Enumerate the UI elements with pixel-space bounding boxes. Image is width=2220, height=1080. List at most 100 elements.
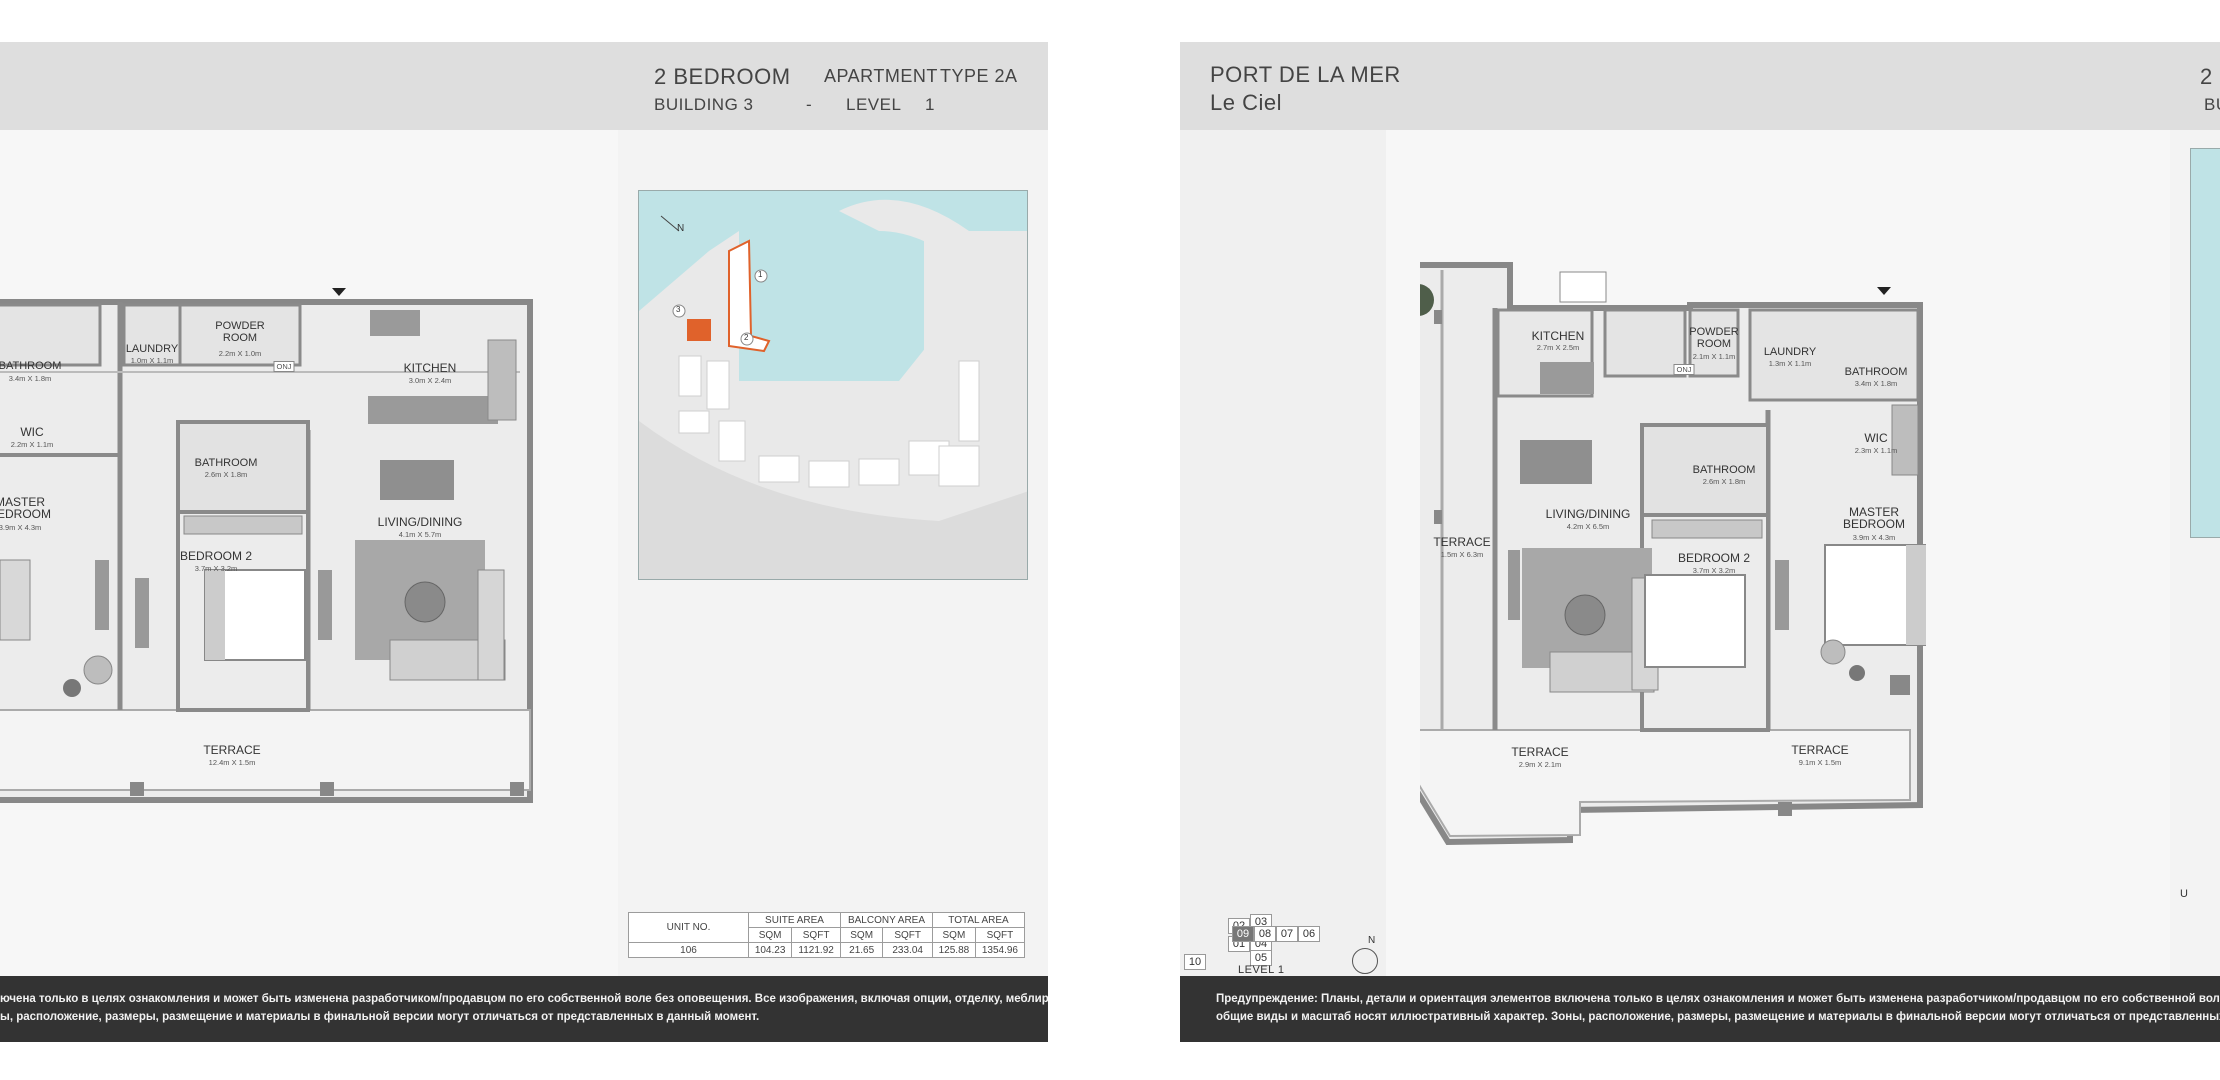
building-label-partial: BU bbox=[2204, 95, 2220, 114]
level-label: LEVEL bbox=[846, 95, 902, 114]
table-subheader: SQFT bbox=[882, 927, 933, 943]
disclaimer-line: ы, расположение, размеры, размещение и м… bbox=[0, 1011, 760, 1023]
level-unit-key: 02 03 01 04 10 05 bbox=[1184, 914, 1348, 978]
room-dimension: 2.7m X 2.5m bbox=[1536, 343, 1580, 352]
apartment-type: TYPE 2A bbox=[940, 66, 1018, 86]
table-cell: 104.23 bbox=[747, 942, 793, 958]
room-dimension: 3.7m X 3.2m bbox=[1692, 566, 1736, 575]
room-label: BEDROOM 2 bbox=[1677, 551, 1751, 565]
site-key-map-partial bbox=[2190, 148, 2220, 538]
room-dimension: 1.3m X 1.1m bbox=[1768, 359, 1812, 368]
map-marker: 2 bbox=[744, 333, 749, 342]
disclaimer-line: Предупреждение: Планы, детали и ориентац… bbox=[1216, 993, 2220, 1005]
room-dimension: 3.4m X 1.8m bbox=[8, 374, 52, 383]
room-dimension: 12.4m X 1.5m bbox=[208, 758, 256, 767]
room-dimension: 9.1m X 1.5m bbox=[1798, 758, 1842, 767]
table-subheader: SQFT bbox=[791, 927, 841, 943]
room-label: BATHROOM bbox=[1692, 464, 1756, 476]
room-label: LIVING/DINING bbox=[377, 515, 463, 529]
room-label: TERRACE bbox=[1511, 745, 1569, 759]
room-label: WIC bbox=[20, 425, 44, 439]
floor-plan: BATHROOM 3.4m X 1.8m LAUNDRY 1.0m X 1.1m… bbox=[0, 130, 600, 976]
table-cell: 21.65 bbox=[839, 942, 884, 958]
floor-plan-drawing bbox=[0, 288, 533, 803]
table-cell: 233.04 bbox=[882, 942, 933, 958]
room-label: KITCHEN bbox=[403, 361, 457, 375]
table-header-partial: U bbox=[2180, 888, 2189, 900]
room-label: TERRACE bbox=[203, 743, 261, 757]
room-dimension: 4.1m X 5.7m bbox=[398, 530, 442, 539]
area-table: UNIT NO. SUITE AREA BALCONY AREA TOTAL A… bbox=[628, 912, 1026, 958]
room-label: POWDER ROOM bbox=[1689, 326, 1739, 350]
unit-cell: 06 bbox=[1298, 926, 1320, 942]
room-dimension: 2.1m X 1.1m bbox=[1692, 352, 1736, 361]
unit-cell: 05 bbox=[1250, 950, 1272, 966]
site-key-map: N 1 2 3 bbox=[638, 190, 1028, 580]
north-indicator: N bbox=[1368, 935, 1376, 946]
room-dimension: 2.6m X 1.8m bbox=[1702, 477, 1746, 486]
table-cell: 106 bbox=[628, 942, 749, 958]
room-label: MASTER BEDROOM bbox=[1842, 505, 1905, 531]
building-name: Le Ciel bbox=[1210, 90, 1282, 115]
room-label: KITCHEN bbox=[1531, 329, 1585, 343]
room-dimension: 2.6m X 1.8m bbox=[204, 470, 248, 479]
level-number: 1 bbox=[925, 95, 935, 114]
table-row: 106 104.23 1121.92 21.65 233.04 125.88 1… bbox=[628, 942, 1026, 958]
floorplan-page-left: 2 BEDROOM APARTMENT TYPE 2A BUILDING 3 -… bbox=[0, 42, 1048, 1042]
room-label: LAUNDRY bbox=[1763, 346, 1817, 358]
map-marker: 3 bbox=[676, 305, 681, 314]
level-key-panel bbox=[1180, 130, 1386, 976]
room-label: POWDER ROOM bbox=[215, 320, 265, 344]
table-subheader: SQM bbox=[932, 927, 976, 943]
table-header-total-area: TOTAL AREA bbox=[932, 912, 1025, 928]
floor-plan: KITCHEN 2.7m X 2.5m POWDER ROOM 2.1m X 1… bbox=[1420, 130, 2140, 976]
room-label: BATHROOM bbox=[1844, 366, 1908, 378]
room-label: ONJ bbox=[1673, 364, 1695, 375]
room-dimension: 3.7m X 3.2m bbox=[194, 564, 238, 573]
unit-cell: 07 bbox=[1276, 926, 1298, 942]
room-label: MASTER BEDROOM bbox=[0, 495, 51, 521]
floor-plan-drawing bbox=[1420, 262, 1926, 846]
table-header-balcony-area: BALCONY AREA bbox=[840, 912, 933, 928]
room-label: LIVING/DINING bbox=[1545, 507, 1631, 521]
table-cell: 1354.96 bbox=[974, 942, 1026, 958]
level-key-label: LEVEL 1 bbox=[1238, 964, 1285, 976]
table-subheader: SQM bbox=[747, 927, 793, 943]
room-label: BEDROOM 2 bbox=[179, 549, 253, 563]
disclaimer-line: общие виды и масштаб носят иллюстративны… bbox=[1216, 1011, 2220, 1023]
table-header-unit-no: UNIT NO. bbox=[628, 912, 749, 943]
compass-icon bbox=[1352, 948, 1378, 974]
building-label: BUILDING 3 bbox=[654, 95, 754, 114]
unit-type-title: 2 BEDROOM bbox=[654, 64, 791, 89]
page-content: KITCHEN 2.7m X 2.5m POWDER ROOM 2.1m X 1… bbox=[1180, 130, 2220, 976]
room-label: BATHROOM bbox=[194, 457, 258, 469]
site-map-drawing bbox=[639, 191, 1027, 579]
room-dimension: 1.5m X 6.3m bbox=[1440, 550, 1484, 559]
room-dimension: 3.0m X 2.4m bbox=[408, 376, 452, 385]
unit-cell: 10 bbox=[1184, 954, 1206, 970]
north-indicator: N bbox=[677, 223, 685, 234]
unit-type-title-partial: 2 bbox=[2200, 64, 2213, 89]
room-dimension: 4.2m X 6.5m bbox=[1566, 522, 1610, 531]
room-label: TERRACE bbox=[1433, 535, 1491, 549]
unit-cell: 08 bbox=[1254, 926, 1276, 942]
table-cell: 1121.92 bbox=[791, 942, 841, 958]
disclaimer-line: ючена только в целях ознакомления и може… bbox=[0, 993, 1048, 1005]
table-cell: 125.88 bbox=[932, 942, 976, 958]
disclaimer-footer: ючена только в целях ознакомления и може… bbox=[0, 976, 1048, 1042]
room-dimension: 2.9m X 2.1m bbox=[1518, 760, 1562, 769]
disclaimer-footer: Предупреждение: Планы, детали и ориентац… bbox=[1180, 976, 2220, 1042]
header-separator: - bbox=[806, 95, 813, 114]
room-dimension: 1.0m X 1.1m bbox=[130, 356, 174, 365]
apartment-label: APARTMENT bbox=[824, 66, 938, 86]
room-dimension: 3.9m X 4.3m bbox=[1852, 533, 1896, 542]
map-marker: 1 bbox=[758, 270, 763, 279]
room-label: LAUNDRY bbox=[125, 343, 179, 355]
table-header-suite-area: SUITE AREA bbox=[748, 912, 841, 928]
floorplan-page-right: PORT DE LA MER Le Ciel 2 BU bbox=[1180, 42, 2220, 1042]
page-header: 2 BEDROOM APARTMENT TYPE 2A BUILDING 3 -… bbox=[0, 42, 1048, 130]
page-content: BATHROOM 3.4m X 1.8m LAUNDRY 1.0m X 1.1m… bbox=[0, 130, 1048, 976]
unit-cell-selected: 09 bbox=[1232, 926, 1254, 942]
room-dimension: 3.9m X 4.3m bbox=[0, 523, 42, 532]
room-dimension: 2.2m X 1.0m bbox=[218, 349, 262, 358]
